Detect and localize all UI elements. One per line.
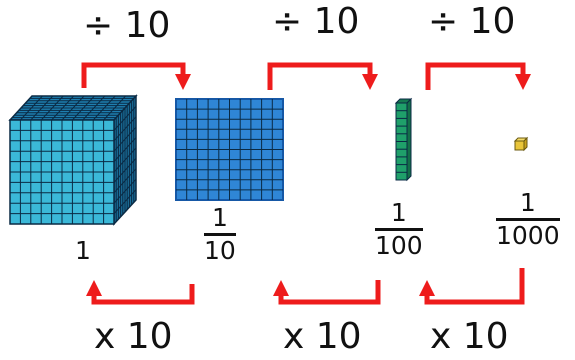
divide-arrows [81, 62, 532, 91]
unit-fraction-denominator: 1000 [496, 221, 560, 250]
divide-label-3: ÷ 10 [428, 1, 516, 42]
divide-label-1: ÷ 10 [83, 5, 171, 46]
rod-fraction-denominator: 100 [375, 231, 423, 260]
cube-grid-line [113, 158, 137, 183]
multiply-label-2: x 10 [283, 316, 362, 357]
cube-value-label: 1 [75, 236, 91, 265]
divide-label-2: ÷ 10 [272, 1, 360, 42]
multiply-label-1: x 10 [94, 316, 173, 357]
unit-cube [513, 136, 529, 152]
flat-fraction-bar [204, 233, 236, 236]
rod-fraction: 1 100 [375, 199, 423, 259]
flat-fraction: 1 10 [204, 204, 236, 264]
multiply-arrow-1 [85, 279, 195, 305]
multiply-label-3: x 10 [430, 316, 509, 357]
cube-grid-line [82, 95, 106, 121]
rod-fraction-numerator: 1 [390, 198, 407, 227]
cube-grid-line [113, 168, 137, 194]
flat-fraction-numerator: 1 [211, 203, 228, 232]
unit-fraction: 1 1000 [496, 189, 560, 249]
multiply-arrows [85, 268, 525, 305]
unit-fraction-numerator: 1 [519, 188, 536, 217]
rod-fraction-bar [375, 228, 423, 231]
cube-grid-line [113, 178, 137, 204]
flat-fraction-denominator: 10 [204, 236, 236, 265]
ten-rod-side [406, 97, 412, 182]
cube-grid-line [72, 95, 95, 121]
thousand-cube-grid [10, 95, 137, 224]
multiply-arrow-3 [418, 268, 525, 305]
cube-grid-line [103, 95, 126, 121]
unit-cube-front [514, 140, 525, 151]
hundred-flat [175, 98, 284, 201]
unit-fraction-bar [496, 218, 560, 221]
thousand-cube [8, 94, 138, 226]
cube-grid-line [113, 189, 137, 214]
ten-rod [394, 97, 413, 182]
divide-arrow-1 [81, 62, 192, 91]
divide-arrow-2 [267, 62, 379, 91]
cube-grid-line [113, 147, 137, 173]
cube-grid-line [92, 95, 116, 121]
ten-rod-grid [396, 110, 407, 173]
hundred-flat-grid [176, 99, 283, 200]
multiply-arrow-2 [272, 279, 381, 305]
divide-arrow-3 [425, 62, 532, 91]
